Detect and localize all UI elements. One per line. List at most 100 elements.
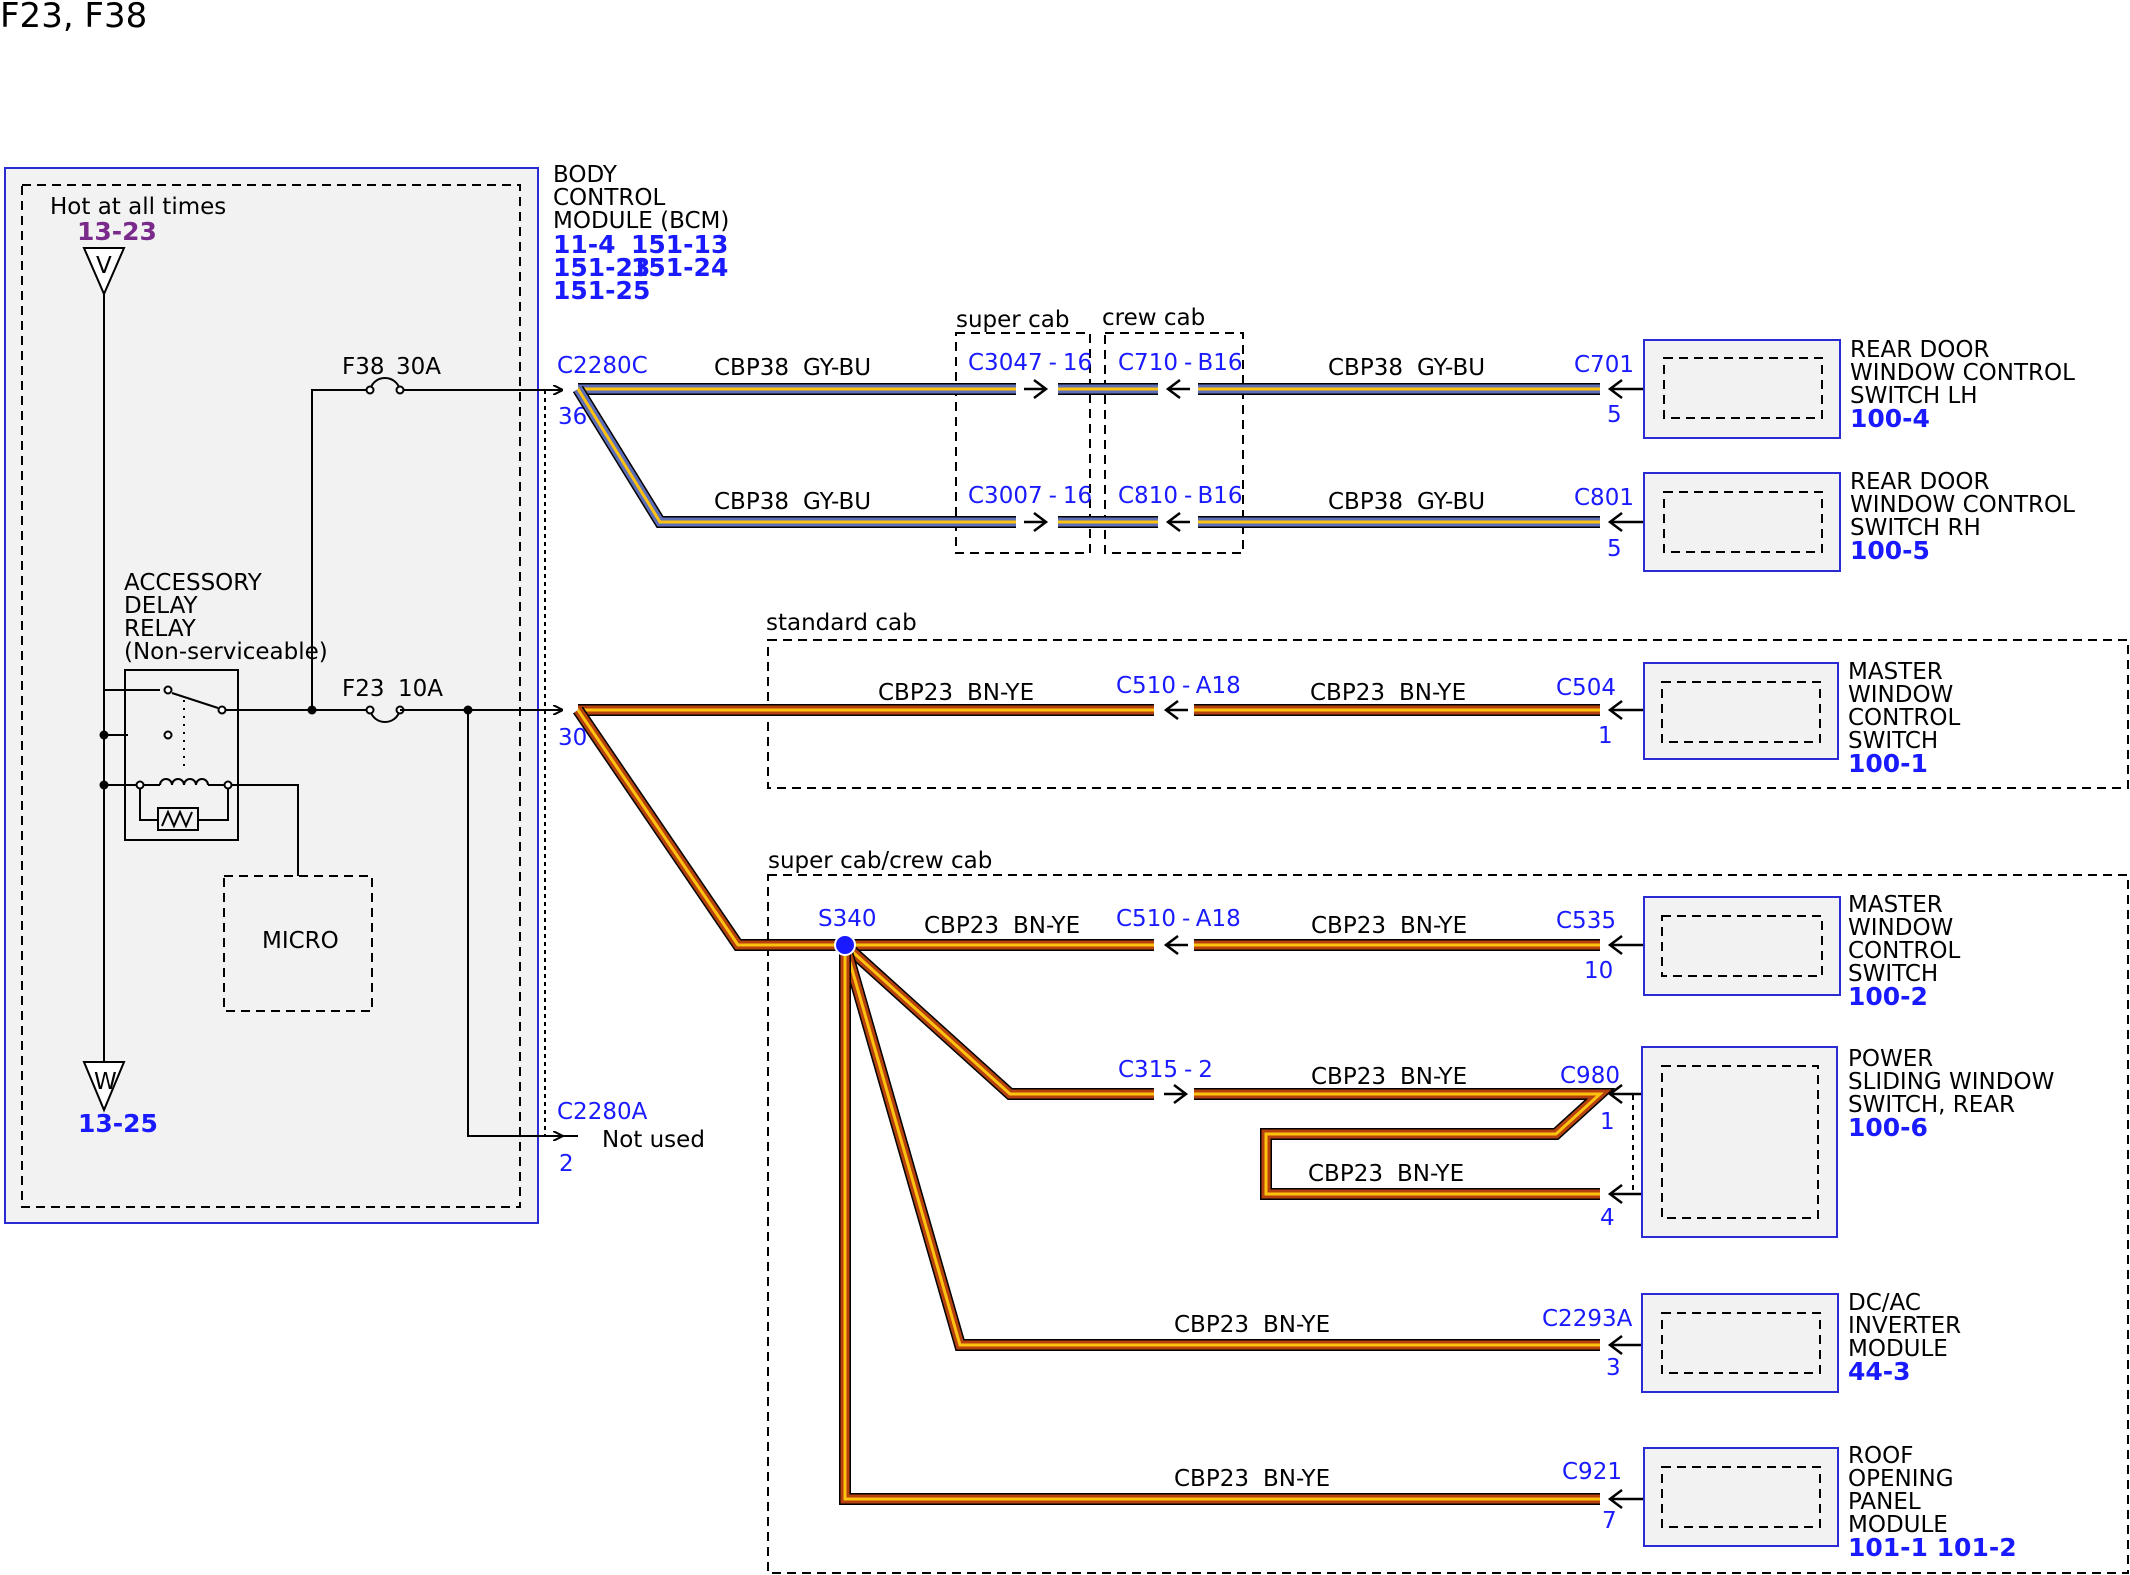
arrow-c701 (1607, 379, 1644, 399)
inline-c510-1: C510-A18 (1116, 673, 1241, 699)
wire-layer (572, 379, 1644, 1509)
conn-c2280c: C2280C (557, 353, 648, 379)
fuse-f38-label: F38 (342, 354, 385, 380)
wire-cbp23-slide-a (840, 940, 1154, 1100)
crew-cab-label: crew cab (1102, 305, 1205, 331)
component-name-master-2: MASTER WINDOW CONTROL SWITCH (1848, 892, 1968, 987)
arrow-c980-1 (1607, 1084, 1644, 1104)
micro-block (223, 875, 373, 1012)
conn-c980: C980 (1560, 1063, 1620, 1089)
roof-opening-panel-module[interactable] (1643, 1447, 1839, 1547)
micro-label: MICRO (262, 928, 339, 954)
bcm-ref-link-151-13[interactable]: 151-13 (631, 230, 728, 259)
pin-c980-1: 1 (1600, 1109, 1615, 1135)
power-supply-v-icon: V (82, 247, 126, 297)
inline-c710: C710-B16 (1118, 350, 1243, 376)
ref-link-100-5[interactable]: 100-5 (1850, 536, 1930, 565)
component-name-roof: ROOF OPENING PANEL MODULE (1848, 1443, 1961, 1538)
arrow-c315 (1164, 1084, 1189, 1104)
svg-text:W: W (94, 1069, 117, 1095)
ref-link-100-1[interactable]: 100-1 (1848, 749, 1928, 778)
relay-label: ACCESSORY DELAY RELAY (Non-serviceable) (124, 570, 328, 665)
pin-30: 30 (558, 725, 587, 751)
super-crew-cab-group (767, 874, 2129, 1574)
conn-c2293a: C2293A (1542, 1306, 1633, 1332)
pin-c504: 1 (1598, 723, 1613, 749)
arrow-c2293a (1607, 1335, 1644, 1355)
super-cab-label: super cab (956, 307, 1069, 333)
master-window-switch-standard[interactable] (1643, 662, 1839, 760)
inline-c315: C315-2 (1118, 1057, 1213, 1083)
conn-c701: C701 (1574, 352, 1634, 378)
inline-c510-2: C510-A18 (1116, 906, 1241, 932)
conn-c504: C504 (1556, 675, 1616, 701)
svg-text:V: V (96, 253, 112, 279)
arrow-c980-4 (1607, 1184, 1644, 1204)
bcm-module[interactable] (4, 167, 539, 1224)
inline-c3007: C3007-16 (968, 483, 1092, 509)
pin-36: 36 (558, 404, 587, 430)
standard-cab-label: standard cab (766, 610, 917, 636)
hot-ref-link[interactable]: 13-23 (77, 217, 157, 246)
wire-cbp23-feed (573, 706, 845, 951)
splice-s340[interactable] (834, 934, 856, 956)
bcm-ref-link-151-24[interactable]: 151-24 (631, 253, 728, 282)
rear-door-switch-lh[interactable] (1643, 339, 1841, 439)
pin-2: 2 (559, 1151, 574, 1177)
fuse-f23-label: F23 (342, 676, 385, 702)
splice-label: S340 (818, 906, 877, 932)
ref-link-100-4[interactable]: 100-4 (1850, 404, 1930, 433)
crew-cab-group (1104, 332, 1244, 554)
arrow-c510-1 (1163, 700, 1188, 720)
pin-c801: 5 (1607, 536, 1622, 562)
bcm-ref-link-151-23[interactable]: 151-23 (553, 253, 650, 282)
inline-c810: C810-B16 (1118, 483, 1243, 509)
arrow-c710 (1165, 379, 1190, 399)
pin-c701: 5 (1607, 402, 1622, 428)
arrow-c921 (1607, 1489, 1644, 1509)
arrow-c801 (1607, 512, 1644, 532)
dc-ac-inverter-module[interactable] (1641, 1293, 1839, 1393)
wire-cbp23-roof (839, 945, 1600, 1505)
component-name-sliding: POWER SLIDING WINDOW SWITCH, REAR (1848, 1046, 2062, 1118)
pin-c921: 7 (1602, 1508, 1617, 1534)
fuse-f38-rating: 30A (396, 354, 441, 380)
arrow-c3007 (1024, 512, 1049, 532)
hot-at-all-times-label: Hot at all times (50, 194, 226, 220)
accessory-delay-relay (104, 669, 299, 876)
pin-c535: 10 (1584, 958, 1613, 984)
ground-ref-link[interactable]: 13-25 (78, 1109, 158, 1138)
super-cab-group (955, 332, 1091, 554)
power-sliding-window-switch[interactable] (1641, 1046, 1838, 1238)
ref-link-100-2[interactable]: 100-2 (1848, 982, 1928, 1011)
ref-link-101-1-101-2[interactable]: 101-1 101-2 (1848, 1533, 2017, 1562)
arrow-c510-2 (1163, 935, 1188, 955)
conn-c535: C535 (1556, 908, 1616, 934)
bcm-name: BODY CONTROL MODULE (BCM) (553, 162, 729, 234)
arrow-c504 (1607, 700, 1644, 720)
bcm-ref-link-151-25[interactable]: 151-25 (553, 276, 650, 305)
wire-cbp23-inverter (839, 943, 1600, 1351)
component-name-rh: REAR DOOR WINDOW CONTROL SWITCH RH (1850, 469, 2082, 541)
bcm-ref-link-11-4[interactable]: 11-4 (553, 230, 616, 259)
rear-door-switch-rh[interactable] (1643, 472, 1841, 572)
wire-cbp23-slide-b (1194, 1088, 1616, 1200)
master-window-switch-supercrew[interactable] (1643, 896, 1841, 996)
arrow-c535 (1607, 935, 1644, 955)
super-crew-cab-label: super cab/crew cab (768, 848, 992, 874)
ref-link-100-6[interactable]: 100-6 (1848, 1113, 1928, 1142)
arrow-c3047 (1024, 379, 1049, 399)
ref-link-44-3[interactable]: 44-3 (1848, 1357, 1911, 1386)
